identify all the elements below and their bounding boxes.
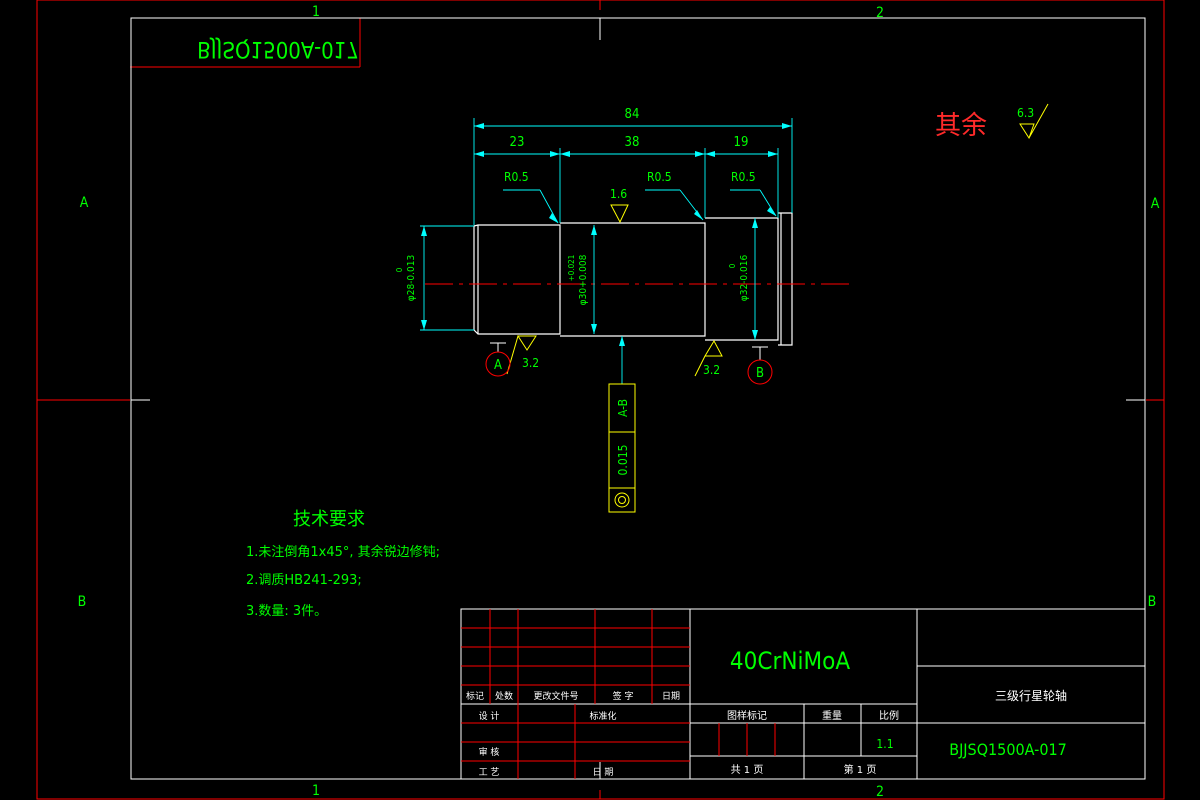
- datum-symbols: [485, 342, 773, 385]
- drawing-frame: [130, 17, 1146, 780]
- dim-dia1-main: φ28-0.013: [406, 255, 417, 301]
- sheets-total: 共 1 页: [731, 764, 764, 776]
- dim-overall: 84: [625, 107, 640, 122]
- zone-col2-bottom: 2: [876, 784, 884, 800]
- roughness-rest-value: 6.3: [1017, 106, 1034, 120]
- shaft-outline: [473, 212, 793, 346]
- mirrored-drawing-number: BJJSQ1500A-017: [197, 36, 359, 61]
- scale-label: 比例: [879, 709, 899, 722]
- sheet-border: [36, 0, 1165, 800]
- material: 40CrNiMoA: [730, 647, 850, 675]
- roughness-left-value: 3.2: [522, 356, 539, 370]
- dim-seg1: 23: [510, 135, 525, 150]
- drawing-number: BJJSQ1500A-017: [949, 740, 1067, 759]
- zone-col1-bottom: 1: [312, 783, 320, 799]
- technical-notes: 技术要求 1.未注倒角1x45°, 其余锐边修钝; 2.调质HB241-293;…: [246, 509, 440, 619]
- dim-dia1-upper: 0: [395, 267, 404, 272]
- dim-dia3-main: φ32-0.016: [739, 255, 750, 302]
- design-label: 设 计: [479, 710, 500, 722]
- tolerance-frame: [608, 383, 636, 513]
- dim-radius-3: R0.5: [731, 170, 756, 184]
- title-block-revision-grid: [461, 609, 776, 779]
- weight-label: 重量: [822, 709, 842, 722]
- rev-marker: 标记: [466, 690, 484, 702]
- title-block: [460, 608, 1146, 780]
- notes-title: 技术要求: [293, 509, 365, 530]
- dim-radius-2: R0.5: [647, 170, 672, 184]
- tolerance-value: 0.015: [616, 445, 630, 476]
- roughness-rest-label: 其余: [935, 111, 987, 141]
- zone-col2-top: 2: [876, 5, 884, 21]
- notes-line3: 3.数量: 3件。: [246, 604, 327, 619]
- part-name: 三级行星轮轴: [995, 688, 1067, 703]
- dim-dia2-main: φ30+0.008: [578, 254, 589, 305]
- rev-date: 日期: [662, 691, 680, 702]
- review-label: 审 核: [479, 746, 500, 758]
- roughness-right-value: 3.2: [703, 363, 720, 377]
- datum-a-label: A: [494, 358, 502, 373]
- dim-seg2: 38: [625, 135, 640, 150]
- rev-sign: 签 字: [613, 690, 634, 702]
- scale-value: 1.1: [876, 737, 893, 751]
- zone-row-b-right: B: [1148, 594, 1157, 610]
- datum-b-label: B: [756, 366, 764, 381]
- rev-count: 处数: [495, 690, 513, 702]
- roughness-rest-symbol: [1019, 103, 1049, 140]
- mark-label: 图样标记: [727, 709, 767, 722]
- zone-row-b-left: B: [78, 594, 87, 610]
- notes-line2: 2.调质HB241-293;: [246, 573, 362, 588]
- roughness-top-symbol: [610, 204, 629, 224]
- roughness-symbols: [506, 103, 1049, 377]
- standardize-label: 标准化: [589, 710, 616, 722]
- dim-dia2-upper: +0.021: [567, 255, 576, 282]
- roughness-top-value: 1.6: [610, 187, 627, 201]
- dimension-texts: 84 23 38 19 R0.5 R0.5 R0.5 φ28-0.013 0 φ…: [395, 107, 756, 305]
- rev-doc: 更改文件号: [533, 690, 578, 702]
- zone-row-a-left: A: [80, 195, 89, 211]
- notes-line1: 1.未注倒角1x45°, 其余锐边修钝;: [246, 544, 440, 560]
- date-label: 日 期: [593, 767, 614, 778]
- dimension-lines: [420, 118, 793, 384]
- zone-row-a-right: A: [1151, 196, 1160, 212]
- dim-radius-1: R0.5: [504, 170, 529, 184]
- dim-dia3-upper: 0: [728, 263, 737, 268]
- tolerance-datum-ref: A-B: [616, 399, 630, 417]
- arrowheads: [421, 123, 792, 346]
- sheet-no: 第 1 页: [844, 763, 877, 776]
- roughness-left-symbol: [506, 335, 537, 375]
- process-label: 工 艺: [479, 767, 500, 778]
- roughness-right-symbol: [694, 339, 723, 377]
- dim-seg3: 19: [734, 135, 749, 150]
- zone-col1-top: 1: [312, 4, 320, 20]
